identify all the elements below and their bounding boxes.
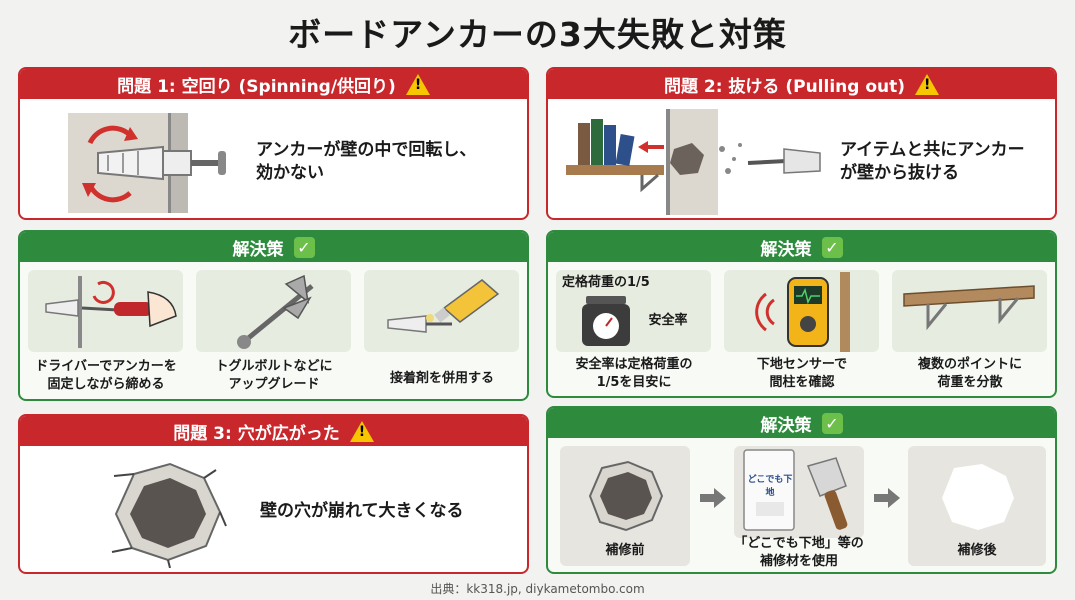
solution-3-title: 解決策: [760, 415, 812, 436]
solution-2-caption-multi-point: 複数のポイントに 荷重を分散: [886, 356, 1054, 391]
solution-2-tile-multi-point: [892, 270, 1047, 352]
caption-line2: 1/5を目安に: [596, 374, 672, 390]
caption-line1: 安全率は定格荷重の: [575, 357, 693, 372]
solution-1-card: 解決策 ✓ ドライバーでアンカーを 固定しながら締める トグルボルトなどに アッ…: [18, 230, 529, 401]
warning-icon: [915, 73, 940, 95]
problem-2-description: アイテムと共にアンカー が壁から抜ける: [840, 139, 1025, 185]
problem-1-description-line2: 効かない: [256, 162, 324, 183]
problem-2-header: 問題 2: 抜ける (Pulling out): [548, 69, 1055, 99]
problem-1-header: 問題 1: 空回り (Spinning/供回り): [20, 69, 527, 99]
solution-2-tile-scale: [556, 270, 711, 352]
caption-line1: 複数のポイントに: [917, 357, 1022, 372]
putty-knife-icon: [806, 457, 848, 530]
scale-label-side: 安全率: [648, 313, 688, 328]
arrow-right-icon: [874, 488, 900, 508]
repaired-wall-icon: [942, 464, 1014, 530]
broken-hole-before-icon: [588, 460, 664, 532]
spinning-anchor-illustration: [68, 113, 226, 213]
solution-3-caption-product: 「どこでも下地」等の 補修材を使用: [728, 535, 870, 570]
solution-3-caption-after: 補修後: [957, 543, 997, 558]
solution-2-caption-scale: 安全率は定格荷重の 1/5を目安に: [550, 356, 718, 391]
solution-1-caption-screwdriver: ドライバーでアンカーを 固定しながら締める: [22, 358, 190, 393]
problem-2-description-line1: アイテムと共にアンカー: [840, 140, 1025, 160]
caption-line2: 荷重を分散: [937, 374, 1003, 390]
problem-2-title: 問題 2: 抜ける (Pulling out): [663, 76, 906, 97]
source-credit: 出典：kk318.jp, diykametombo.com: [430, 582, 645, 596]
caption-line2: 固定しながら締める: [47, 376, 165, 392]
solution-1-caption-adhesive: 接着剤を併用する: [358, 370, 526, 388]
repair-package-icon: [743, 449, 795, 531]
solution-1-caption-toggle-bolt: トグルボルトなどに アップグレード: [190, 358, 358, 393]
page-title: ボードアンカーの3大失敗と対策: [288, 15, 787, 54]
check-icon: ✓: [821, 236, 843, 258]
problem-2-card: 問題 2: 抜ける (Pulling out) アイテムと共にアンカー が壁から…: [546, 67, 1057, 220]
problem-1-description-line1: アンカーが壁の中で回転し、: [256, 140, 477, 160]
problem-3-header: 問題 3: 穴が広がった: [20, 416, 527, 446]
solution-3-card: 解決策 ✓ 補修前 どこでも下地 「どこでも下地」等の 補修材を使用 補修後: [546, 406, 1057, 574]
problem-2-description-line2: が壁から抜ける: [840, 162, 959, 183]
scale-label-top: 定格荷重の1/5: [562, 275, 650, 290]
problem-1-description: アンカーが壁の中で回転し、 効かない: [256, 139, 476, 185]
toggle-bolt-icon: [237, 274, 314, 349]
problem-1-card: 問題 1: 空回り (Spinning/供回り) アンカーが壁の中で回転し、 効…: [18, 67, 529, 220]
warning-icon: [349, 420, 374, 442]
check-icon: ✓: [293, 236, 315, 258]
stud-sensor-icon: [755, 272, 850, 352]
solution-3-header: 解決策 ✓: [548, 408, 1055, 438]
solution-2-title: 解決策: [760, 239, 812, 260]
solution-1-header: 解決策 ✓: [20, 232, 527, 262]
broken-hole-illustration: [111, 462, 227, 568]
caption-line2: アップグレード: [228, 376, 320, 392]
solution-2-caption-stud-sensor: 下地センサーで 間柱を確認: [718, 356, 886, 391]
pulling-out-illustration: [566, 109, 821, 215]
solution-1-tile-toggle-bolt: [196, 270, 351, 352]
screwdriver-icon: [45, 276, 177, 348]
adhesive-tube-icon: [387, 279, 500, 333]
repair-package-label: どこでも下地: [747, 475, 793, 498]
scale-icon: [582, 296, 630, 346]
caption-line1: トグルボルトなどに: [215, 359, 333, 374]
problem-3-title: 問題 3: 穴が広がった: [173, 423, 340, 444]
warning-icon: [405, 73, 430, 95]
solution-1-title: 解決策: [232, 239, 284, 260]
caption-line1: 接着剤を併用する: [389, 371, 494, 386]
check-icon: ✓: [821, 412, 843, 434]
problem-1-title: 問題 1: 空回り (Spinning/供回り): [117, 76, 396, 97]
problem-3-description: 壁の穴が崩れて大きくなる: [260, 501, 464, 521]
caption-line1: 「どこでも下地」等の: [734, 536, 864, 551]
solution-3-caption-before: 補修前: [605, 543, 645, 558]
arrow-right-icon: [700, 488, 726, 508]
caption-line2: 間柱を確認: [769, 374, 835, 390]
caption-line1: 下地センサーで: [756, 357, 848, 372]
caption-line1: ドライバーでアンカーを: [35, 359, 177, 374]
solution-2-card: 解決策 ✓ 定格荷重の1/5 安全率 安全率は定格荷重の 1/5を目安に 下地セ…: [546, 230, 1057, 398]
problem-3-card: 問題 3: 穴が広がった 壁の穴が崩れて大きくなる: [18, 414, 529, 574]
solution-2-header: 解決策 ✓: [548, 232, 1055, 262]
caption-line2: 補修材を使用: [759, 553, 838, 569]
shelf-icon: [903, 285, 1035, 331]
